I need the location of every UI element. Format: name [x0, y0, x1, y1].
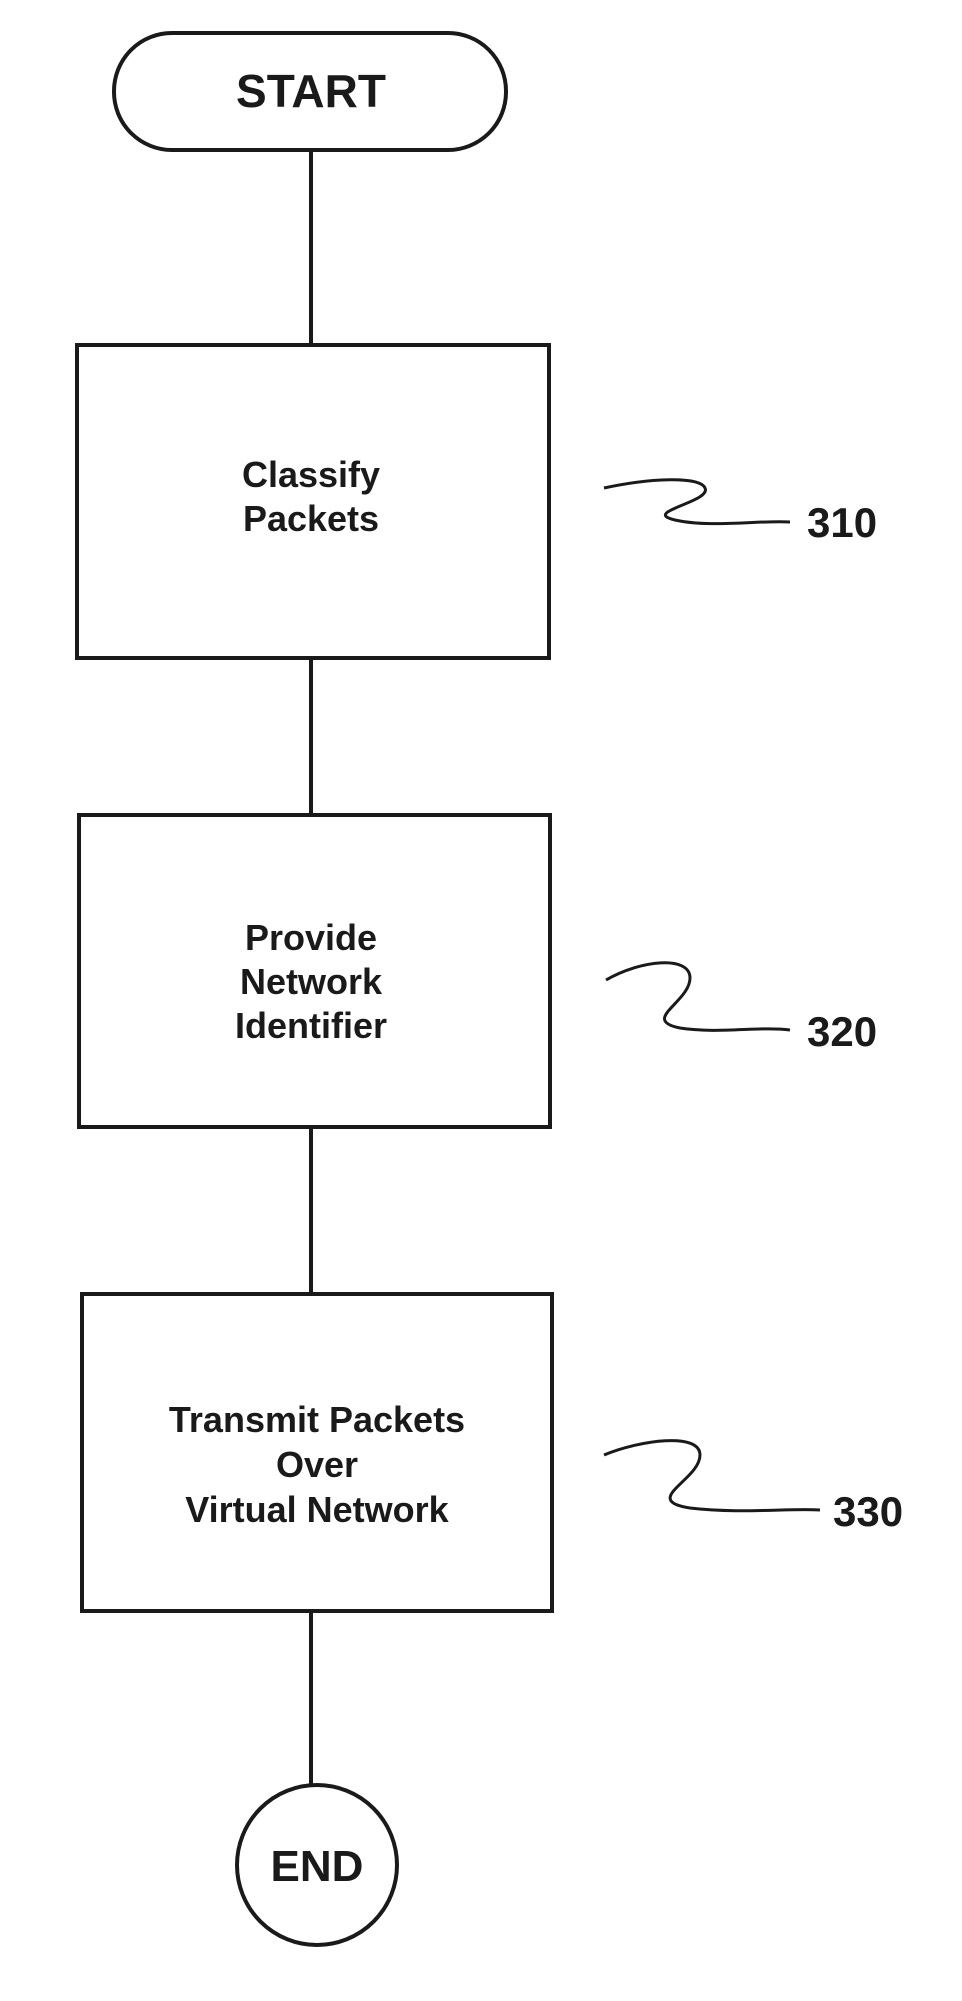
- step-label-line: Over: [276, 1444, 358, 1485]
- leader-line-330: [604, 1441, 820, 1511]
- leader-line-320: [606, 963, 790, 1031]
- step-label-line: Packets: [243, 498, 379, 539]
- step-label-line: Transmit Packets: [169, 1399, 465, 1440]
- end-label: END: [271, 1842, 364, 1891]
- step-label-line: Identifier: [235, 1005, 387, 1046]
- step-label-line: Virtual Network: [185, 1489, 449, 1530]
- reference-number-310: 310: [807, 499, 877, 546]
- end-terminal: END: [237, 1785, 397, 1945]
- process-step-provide-network-identifier: Provide Network Identifier: [79, 815, 550, 1127]
- step-label-line: Provide: [245, 917, 377, 958]
- process-step-transmit-packets: Transmit Packets Over Virtual Network: [82, 1294, 552, 1611]
- start-label: START: [236, 65, 386, 117]
- reference-number-320: 320: [807, 1008, 877, 1055]
- step-label-line: Classify: [242, 454, 380, 495]
- leader-line-310: [604, 480, 790, 524]
- start-terminal: START: [114, 33, 506, 150]
- process-step-classify-packets: Classify Packets: [77, 345, 549, 658]
- step-label-line: Network: [240, 961, 383, 1002]
- reference-number-330: 330: [833, 1488, 903, 1535]
